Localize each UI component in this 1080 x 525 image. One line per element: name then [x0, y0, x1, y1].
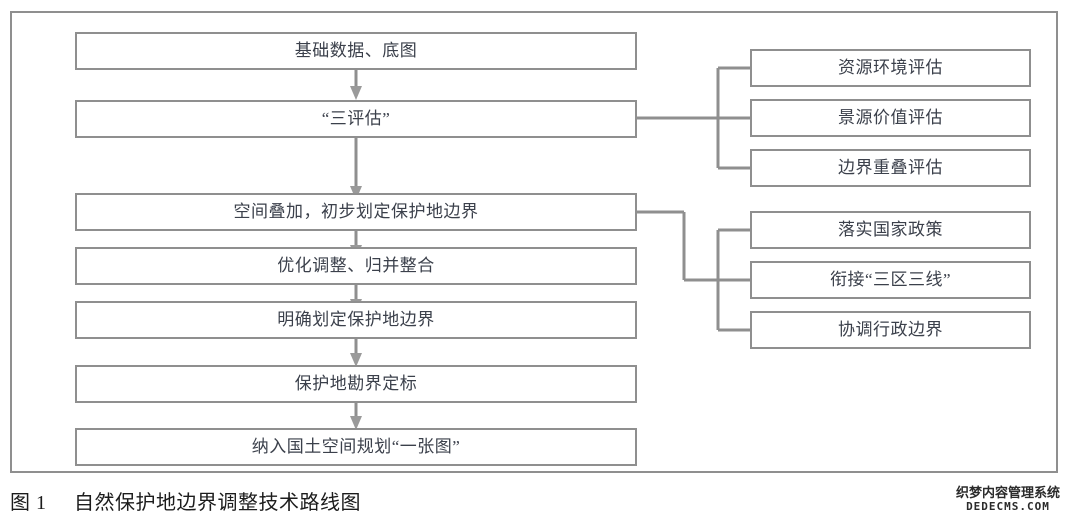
flow-node-define-boundary: 明确划定保护地边界 — [75, 301, 637, 339]
flow-node-optimize-merge: 优化调整、归并整合 — [75, 247, 637, 285]
branch-node-scenic-value-assessment: 景源价值评估 — [750, 99, 1031, 137]
branch-node-three-zones-three-lines: 衔接“三区三线” — [750, 261, 1031, 299]
watermark: 织梦内容管理系统 DEDECMS.COM — [952, 487, 1064, 512]
flow-node-survey-marking: 保护地勘界定标 — [75, 365, 637, 403]
branch-node-administrative-boundary: 协调行政边界 — [750, 311, 1031, 349]
flow-node-spatial-overlay: 空间叠加，初步划定保护地边界 — [75, 193, 637, 231]
branch-node-national-policy: 落实国家政策 — [750, 211, 1031, 249]
branch-node-resource-environment-assessment: 资源环境评估 — [750, 49, 1031, 87]
flow-node-basic-data: 基础数据、底图 — [75, 32, 637, 70]
flow-node-three-assessments: “三评估” — [75, 100, 637, 138]
watermark-latin-text: DEDECMS.COM — [966, 499, 1050, 513]
watermark-chinese-text: 织梦内容管理系统 — [955, 486, 1060, 501]
flow-node-one-map: 纳入国土空间规划“一张图” — [75, 428, 637, 466]
branch-node-boundary-overlap-assessment: 边界重叠评估 — [750, 149, 1031, 187]
figure-caption-text: 自然保护地边界调整技术路线图 — [74, 492, 361, 514]
figure-caption-number: 图 1 — [10, 492, 47, 514]
figure-caption: 图 1 自然保护地边界调整技术路线图 — [10, 486, 361, 515]
